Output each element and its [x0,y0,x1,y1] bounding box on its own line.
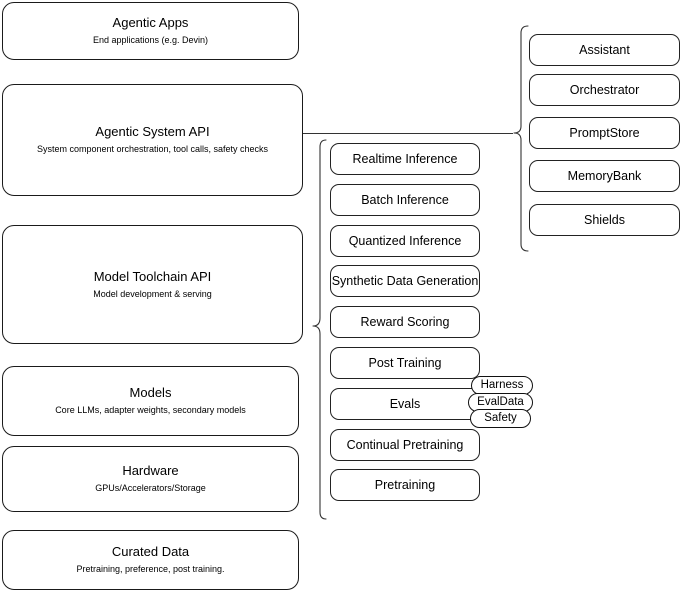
brace-toolchain-components [312,139,327,520]
system-component-assistant[interactable]: Assistant [529,34,680,66]
toolchain-item-batch-inference[interactable]: Batch Inference [330,184,480,216]
toolchain-item-label: Batch Inference [361,193,449,207]
layer-title: Agentic Apps [112,15,189,30]
toolchain-item-label: Realtime Inference [352,152,458,166]
layer-title: Curated Data [111,544,190,559]
layer-title: Models [129,385,172,400]
evals-badge-label: Harness [480,379,524,391]
toolchain-item-label: Reward Scoring [360,315,450,329]
layer-description: Pretraining, preference, post training. [76,564,225,574]
layer-box-agentic-apps[interactable]: Agentic Apps End applications (e.g. Devi… [2,2,299,60]
layer-description: System component orchestration, tool cal… [36,144,269,154]
system-component-label: Assistant [579,43,630,57]
evals-badge-label: EvalData [477,396,524,408]
system-component-promptstore[interactable]: PromptStore [529,117,680,149]
layer-box-curated-data[interactable]: Curated Data Pretraining, preference, po… [2,530,299,590]
connector-system-api-to-components [303,133,513,134]
layer-description: Model development & serving [93,288,212,299]
toolchain-item-label: Evals [389,397,421,411]
layer-description: Core LLMs, adapter weights, secondary mo… [55,405,246,415]
toolchain-item-quantized-inference[interactable]: Quantized Inference [330,225,480,257]
system-component-orchestrator[interactable]: Orchestrator [529,74,680,106]
evals-badge-safety[interactable]: Safety [470,409,531,428]
layer-box-model-toolchain-api[interactable]: Model Toolchain API Model development & … [2,225,303,344]
toolchain-item-label: Continual Pretraining [346,438,464,452]
system-component-memorybank[interactable]: MemoryBank [529,160,680,192]
evals-badge-evaldata[interactable]: EvalData [468,393,533,412]
brace-system-components [513,25,529,252]
system-component-label: Shields [584,213,625,227]
toolchain-item-reward-scoring[interactable]: Reward Scoring [330,306,480,338]
toolchain-item-post-training[interactable]: Post Training [330,347,480,379]
toolchain-item-label: Synthetic Data Generation [331,274,479,288]
layer-box-agentic-system-api[interactable]: Agentic System API System component orch… [2,84,303,196]
layer-description: GPUs/Accelerators/Storage [95,483,206,493]
toolchain-item-label: Quantized Inference [348,234,462,248]
toolchain-item-label: Post Training [368,356,442,370]
toolchain-item-pretraining[interactable]: Pretraining [330,469,480,501]
layer-box-models[interactable]: Models Core LLMs, adapter weights, secon… [2,366,299,436]
evals-badge-label: Safety [484,412,517,424]
toolchain-item-label: Pretraining [374,478,436,492]
layer-box-hardware[interactable]: Hardware GPUs/Accelerators/Storage [2,446,299,512]
system-component-label: PromptStore [569,126,640,140]
system-component-label: MemoryBank [567,169,642,183]
toolchain-item-continual-pretraining[interactable]: Continual Pretraining [330,429,480,461]
layer-title: Agentic System API [95,124,210,139]
toolchain-item-synthetic-data-generation[interactable]: Synthetic Data Generation [330,265,480,297]
toolchain-item-realtime-inference[interactable]: Realtime Inference [330,143,480,175]
system-component-shields[interactable]: Shields [529,204,680,236]
toolchain-item-evals[interactable]: Evals [330,388,480,420]
layer-title: Model Toolchain API [93,268,212,284]
layer-description: End applications (e.g. Devin) [92,35,209,45]
system-component-label: Orchestrator [569,83,640,97]
layer-title: Hardware [122,463,179,478]
